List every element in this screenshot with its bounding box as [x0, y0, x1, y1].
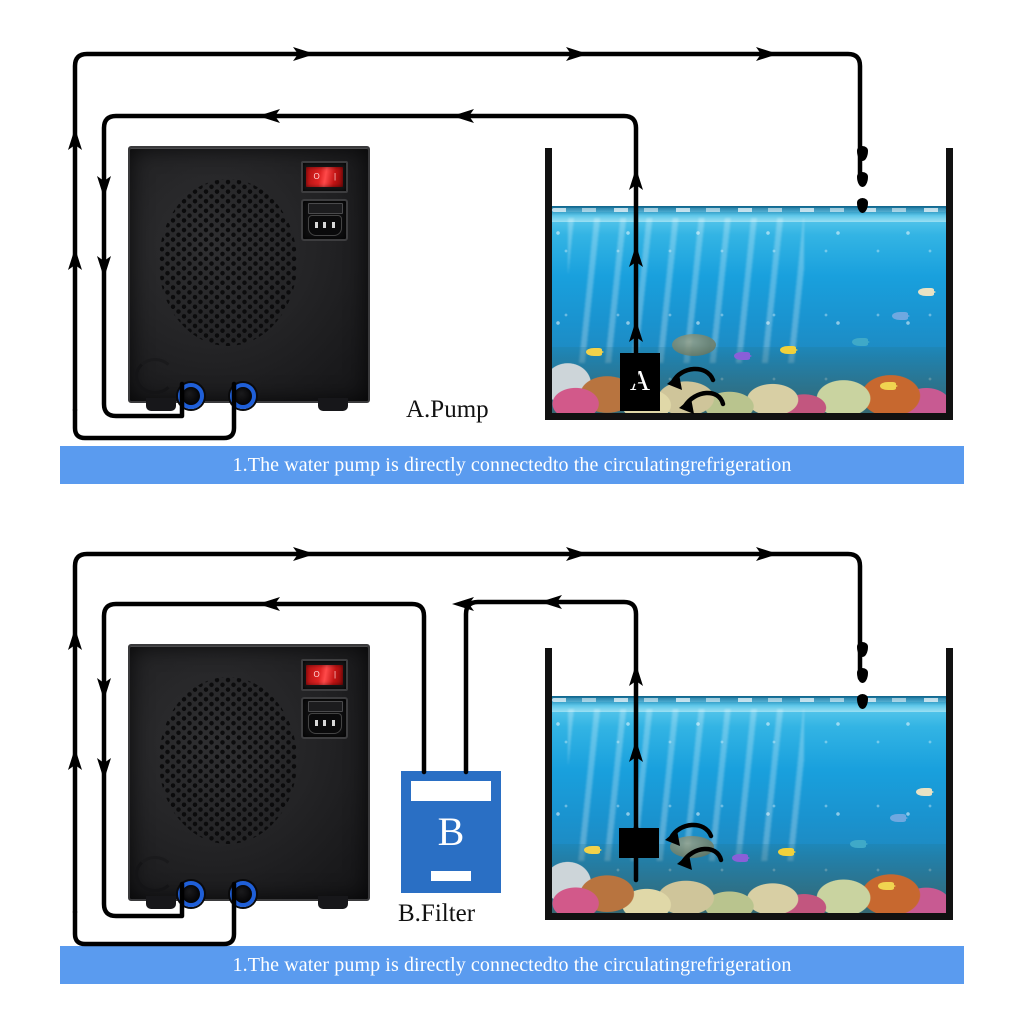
fish — [918, 288, 936, 296]
rocker-icon: O | — [306, 665, 344, 686]
sea-turtle — [672, 334, 716, 356]
water-port-outlet — [230, 881, 256, 908]
switch-on-marking: | — [333, 172, 337, 182]
switch-on-marking: | — [333, 670, 337, 680]
external-filter-b: B — [401, 771, 501, 893]
switch-off-marking: O — [313, 172, 320, 182]
chiller-foot — [146, 398, 176, 411]
switch-off-marking: O — [313, 670, 320, 680]
submersible-pump-a: A — [620, 353, 660, 411]
fish — [586, 348, 604, 356]
equipment-label-filter: B.Filter — [398, 900, 476, 927]
fish — [880, 382, 898, 390]
caption-banner-text: 1.The water pump is directly connectedto… — [232, 453, 792, 476]
caption-banner-2: 1.The water pump is directly connectedto… — [60, 946, 964, 984]
filter-top-slot — [411, 781, 491, 801]
aquarium-tank-top: A — [545, 146, 953, 420]
fish — [778, 848, 796, 856]
circulation-swirl-icon — [665, 822, 724, 870]
socket-pin — [314, 222, 318, 229]
fish — [916, 788, 934, 796]
water-port-inlet — [178, 383, 204, 410]
fish — [850, 840, 868, 848]
filter-letter-label: B — [437, 809, 465, 855]
tank-water — [552, 696, 946, 913]
socket-pin — [314, 720, 318, 727]
fish — [734, 352, 752, 360]
fish — [892, 312, 910, 320]
power-switch[interactable]: O | — [301, 161, 349, 193]
water-port-inlet — [178, 881, 204, 908]
socket-pin — [331, 720, 335, 727]
fish — [780, 346, 798, 354]
coral-reef — [552, 843, 946, 913]
diagram-pump-direct: O | A.Pump — [0, 0, 1024, 500]
caption-banner-1: 1.The water pump is directly connectedto… — [60, 446, 964, 484]
iec-socket-icon — [307, 214, 342, 237]
fuse-holder-icon — [308, 701, 343, 712]
chiller-foot — [146, 896, 176, 909]
chiller-foot — [318, 896, 348, 909]
aquarium-tank-bottom — [545, 642, 953, 920]
fish — [852, 338, 870, 346]
fan-grille-icon — [158, 178, 297, 346]
fan-grille-icon — [158, 676, 297, 844]
iec-socket-icon — [307, 712, 342, 735]
socket-pin — [323, 720, 327, 727]
cord-grommet-icon — [135, 855, 176, 892]
power-switch[interactable]: O | — [301, 659, 349, 691]
rocker-icon: O | — [306, 167, 344, 188]
submersible-pump-b — [619, 828, 659, 858]
equipment-label-pump: A.Pump — [406, 396, 489, 423]
tank-water — [552, 206, 946, 413]
filter-bottom-slot — [431, 871, 471, 881]
diagram-pump-with-filter: O | B B.Filter — [0, 500, 1024, 1024]
socket-pin — [331, 222, 335, 229]
water-port-outlet — [230, 383, 256, 410]
fuse-holder-icon — [308, 203, 343, 214]
power-inlet-socket — [301, 697, 349, 740]
fish — [584, 846, 602, 854]
chiller-unit-top: O | — [128, 146, 370, 411]
caption-banner-text: 1.The water pump is directly connectedto… — [232, 953, 792, 976]
socket-pin — [323, 222, 327, 229]
power-inlet-socket — [301, 199, 349, 242]
fish — [890, 814, 908, 822]
circulation-swirl-icon — [667, 366, 726, 414]
chiller-unit-bottom: O | — [128, 644, 370, 909]
cord-grommet-icon — [135, 357, 176, 394]
fish — [878, 882, 896, 890]
pump-marker-label: A — [629, 366, 651, 397]
chiller-foot — [318, 398, 348, 411]
